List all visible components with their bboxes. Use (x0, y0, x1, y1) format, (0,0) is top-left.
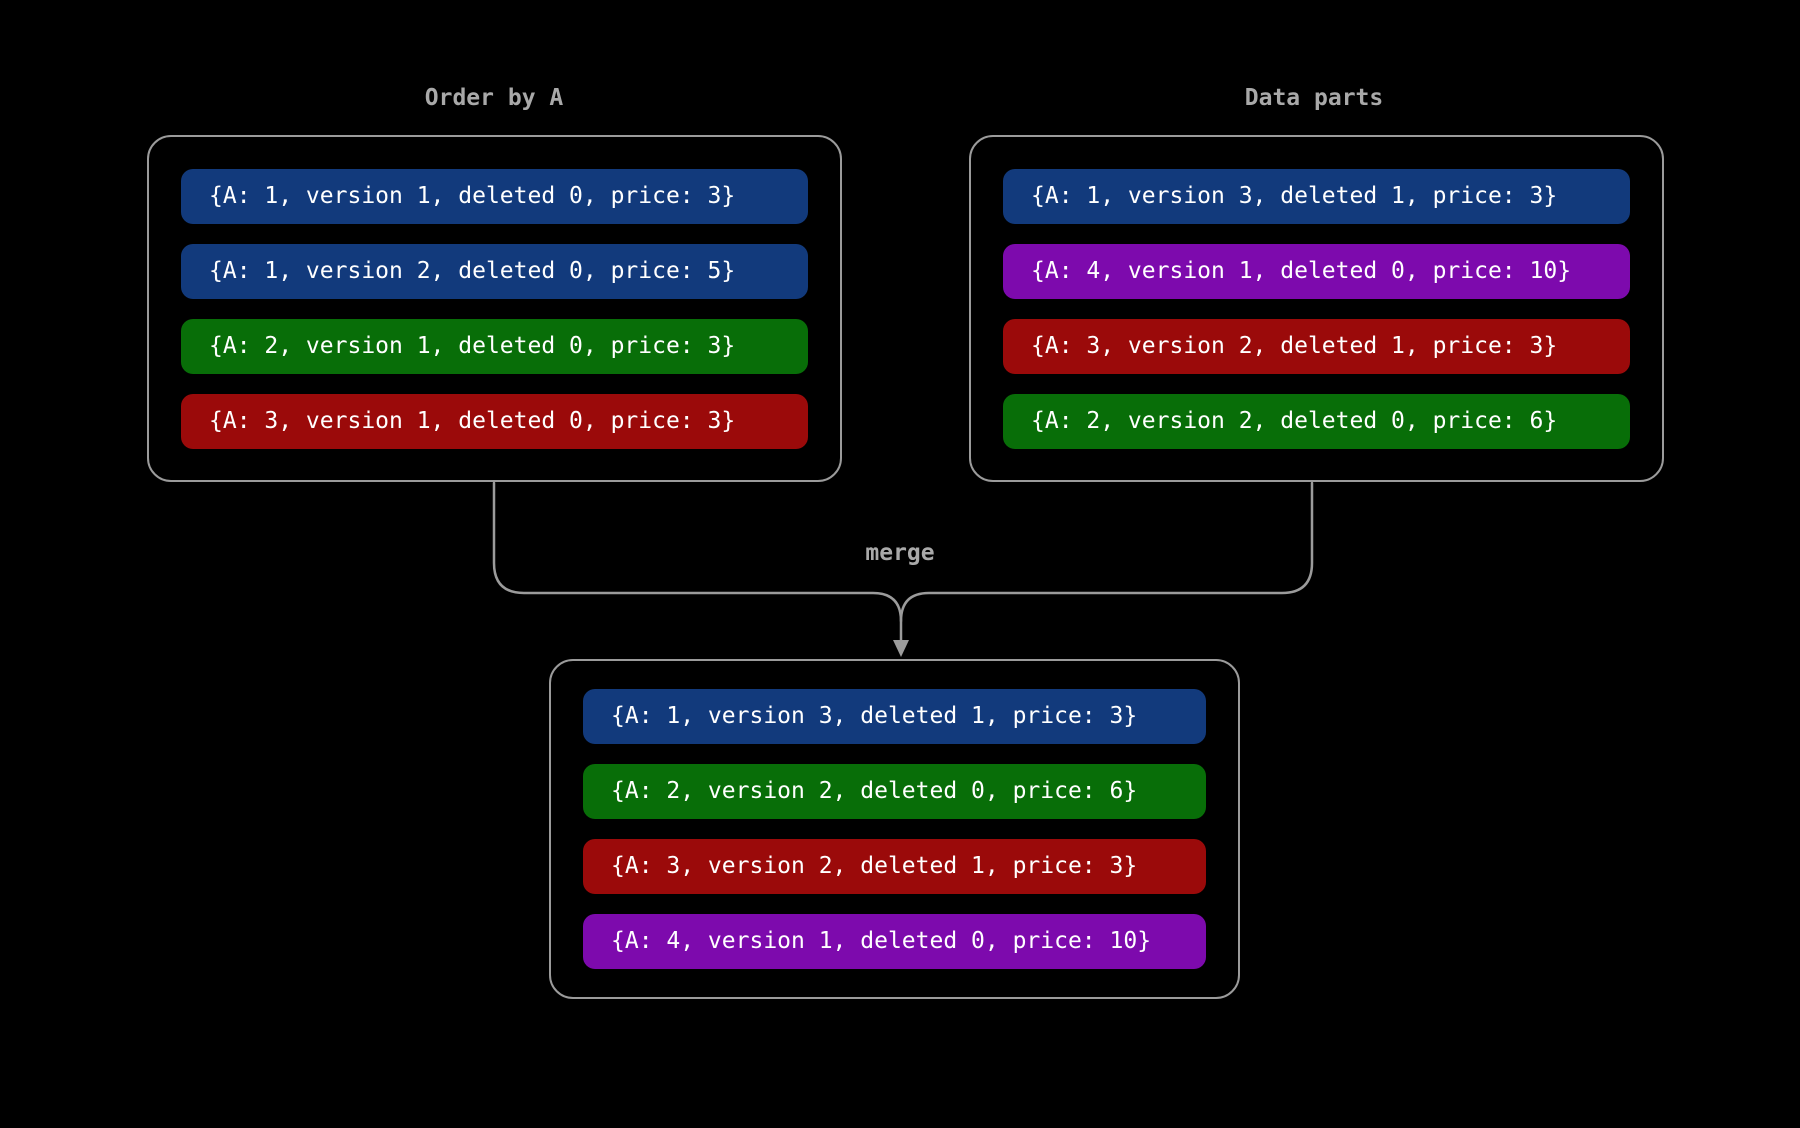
record-row: {A: 2, version 1, deleted 0, price: 3} (181, 318, 808, 374)
record-row: {A: 1, version 3, deleted 1, price: 3} (583, 689, 1206, 744)
record-row: {A: 4, version 1, deleted 0, price: 10} (583, 914, 1206, 969)
record-row: {A: 3, version 1, deleted 0, price: 3} (181, 393, 808, 449)
order-by-a-title: Order by A (424, 85, 564, 111)
record-row: {A: 2, version 2, deleted 0, price: 6} (1003, 393, 1630, 449)
record-row: {A: 3, version 2, deleted 1, price: 3} (1003, 318, 1630, 374)
record-row: {A: 4, version 1, deleted 0, price: 10} (1003, 243, 1630, 299)
merge-label: merge (865, 540, 935, 566)
connector-path-right (899, 481, 1314, 623)
record-row: {A: 2, version 2, deleted 0, price: 6} (583, 764, 1206, 819)
record-row: {A: 1, version 2, deleted 0, price: 5} (181, 243, 808, 299)
record-row: {A: 1, version 3, deleted 1, price: 3} (1003, 168, 1630, 224)
record-row: {A: 3, version 2, deleted 1, price: 3} (583, 839, 1206, 894)
order-by-a-box: {A: 1, version 1, deleted 0, price: 3} {… (147, 135, 842, 482)
merged-box: {A: 1, version 3, deleted 1, price: 3} {… (549, 659, 1240, 999)
data-parts-box: {A: 1, version 3, deleted 1, price: 3} {… (969, 135, 1664, 482)
merge-arrowhead-icon (893, 640, 909, 657)
data-parts-title: Data parts (1244, 85, 1384, 111)
connector-path-left (492, 481, 903, 642)
record-row: {A: 1, version 1, deleted 0, price: 3} (181, 168, 808, 224)
